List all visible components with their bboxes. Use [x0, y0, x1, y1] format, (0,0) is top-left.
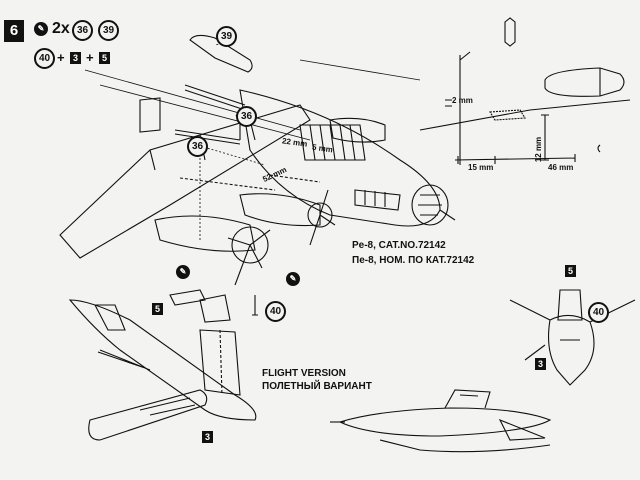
part-5-callout: 5 [99, 52, 110, 64]
part-3-label: 3 [202, 431, 213, 443]
part-5-label: 5 [152, 303, 163, 315]
glider-side-view [330, 389, 552, 453]
part-36-callout: 36 [72, 20, 93, 41]
multiplier-label: 2x [52, 20, 70, 37]
part-36-label: 36 [187, 136, 208, 157]
flight-version-en: FLIGHT VERSION [262, 368, 346, 379]
leader-lines [199, 41, 266, 240]
glider-drawing [68, 289, 258, 441]
part-39-tank [189, 34, 253, 73]
part-3-label: 3 [535, 358, 546, 370]
glider-front-view [509, 289, 636, 386]
part-40-callout: 40 [34, 48, 55, 69]
model-catalog-en: Pe-8, CAT.NO.72142 [352, 240, 446, 251]
glue-icon: ✎ [176, 265, 190, 279]
plus-sign: + [86, 50, 94, 65]
part-39-label: 39 [216, 26, 237, 47]
part-40-label: 40 [588, 302, 609, 323]
step-number: 6 [4, 20, 24, 42]
model-catalog-ru: Пе-8, НОМ. ПО КАТ.72142 [352, 255, 475, 266]
glue-icon: ✎ [286, 272, 300, 286]
part-36-label: 36 [236, 106, 257, 127]
bomber-fuselage [239, 89, 456, 227]
part-40-label: 40 [265, 301, 286, 322]
part-3-callout: 3 [70, 52, 81, 64]
plus-sign: + [57, 50, 65, 65]
flight-version-ru: ПОЛЕТНЫЙ ВАРИАНТ [262, 381, 372, 392]
dimension-drawing [419, 17, 631, 165]
dimension-2mm: 2 mm [452, 96, 473, 105]
dimension-12mm: 12 mm [534, 136, 544, 163]
glue-icon: ✎ [34, 22, 48, 36]
dimension-15mm: 15 mm [468, 163, 494, 172]
part-5-label: 5 [565, 265, 576, 277]
engine-nacelles [154, 117, 386, 286]
dimension-46mm: 46 mm [548, 163, 574, 172]
part-39-callout: 39 [98, 20, 119, 41]
part-36-bar [174, 84, 246, 145]
